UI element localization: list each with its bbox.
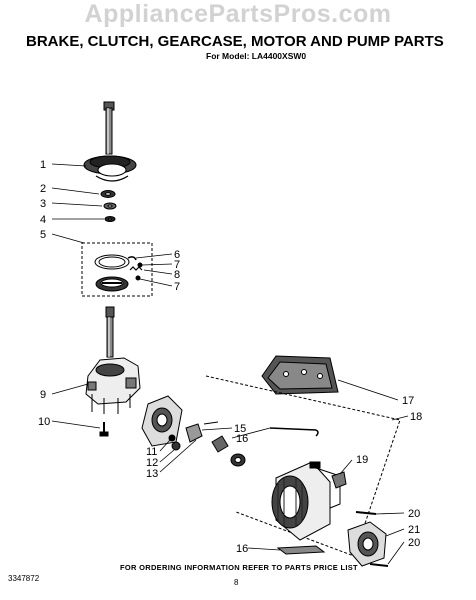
part-1-brake-shaft[interactable] [83, 101, 137, 182]
callout-5: 5 [40, 229, 46, 241]
callout-6: 6 [174, 249, 180, 261]
callout-19: 19 [356, 454, 368, 466]
callout-8: 8 [174, 269, 180, 281]
document-number: 3347872 [8, 574, 40, 583]
part-11-screw[interactable] [168, 434, 176, 442]
part-16-belt[interactable] [276, 545, 326, 555]
part-6-clip[interactable] [127, 256, 137, 261]
page-title: BRAKE, CLUTCH, GEARCASE, MOTOR AND PUMP … [26, 33, 444, 50]
callout-20a: 20 [408, 508, 420, 520]
part-9-gearcase[interactable] [85, 306, 141, 414]
part-10-bolt[interactable] [99, 422, 109, 437]
callout-2: 2 [40, 183, 46, 195]
leader-lines [51, 163, 409, 565]
callout-1: 1 [40, 159, 46, 171]
part-8-spring[interactable] [129, 266, 143, 271]
part-4-washer[interactable] [104, 216, 116, 222]
part-2-washer[interactable] [100, 190, 116, 198]
callout-12: 12 [146, 457, 158, 469]
callout-10: 10 [38, 416, 50, 428]
callout-7a: 7 [174, 259, 180, 271]
part-15-coupling[interactable] [185, 421, 246, 467]
part-12-seal[interactable] [171, 441, 181, 451]
callout-7b: 7 [174, 281, 180, 293]
part-20-clamp[interactable] [355, 511, 389, 567]
part-13-cover-plate[interactable] [141, 395, 183, 447]
callout-16a: 16 [236, 433, 248, 445]
callout-20b: 20 [408, 537, 420, 549]
part-19-clip[interactable] [331, 471, 347, 489]
callout-16b: 16 [236, 543, 248, 555]
part-21-pump[interactable] [347, 521, 387, 567]
ordering-info-note: FOR ORDERING INFORMATION REFER TO PARTS … [120, 563, 358, 572]
part-3-washer[interactable] [103, 202, 117, 210]
callout-11: 11 [146, 446, 157, 458]
callout-3: 3 [40, 198, 46, 210]
callout-13: 13 [146, 468, 158, 480]
part-5-brake-assembly[interactable] [81, 242, 153, 297]
callout-21: 21 [408, 524, 420, 536]
callout-9: 9 [40, 389, 46, 401]
model-subtitle: For Model: LA4400XSW0 [206, 51, 307, 61]
part-16-drive-rod[interactable] [269, 427, 319, 437]
page-number: 8 [234, 578, 239, 587]
callout-17: 17 [402, 395, 414, 407]
callout-18: 18 [410, 411, 422, 423]
callout-15: 15 [234, 423, 246, 435]
part-7-pin[interactable] [135, 262, 143, 281]
callout-4: 4 [40, 214, 46, 226]
watermark: AppliancePartsPros.com [84, 0, 392, 28]
part-17-gasket[interactable] [261, 355, 339, 395]
part-18-motor-assembly[interactable] [205, 375, 401, 557]
